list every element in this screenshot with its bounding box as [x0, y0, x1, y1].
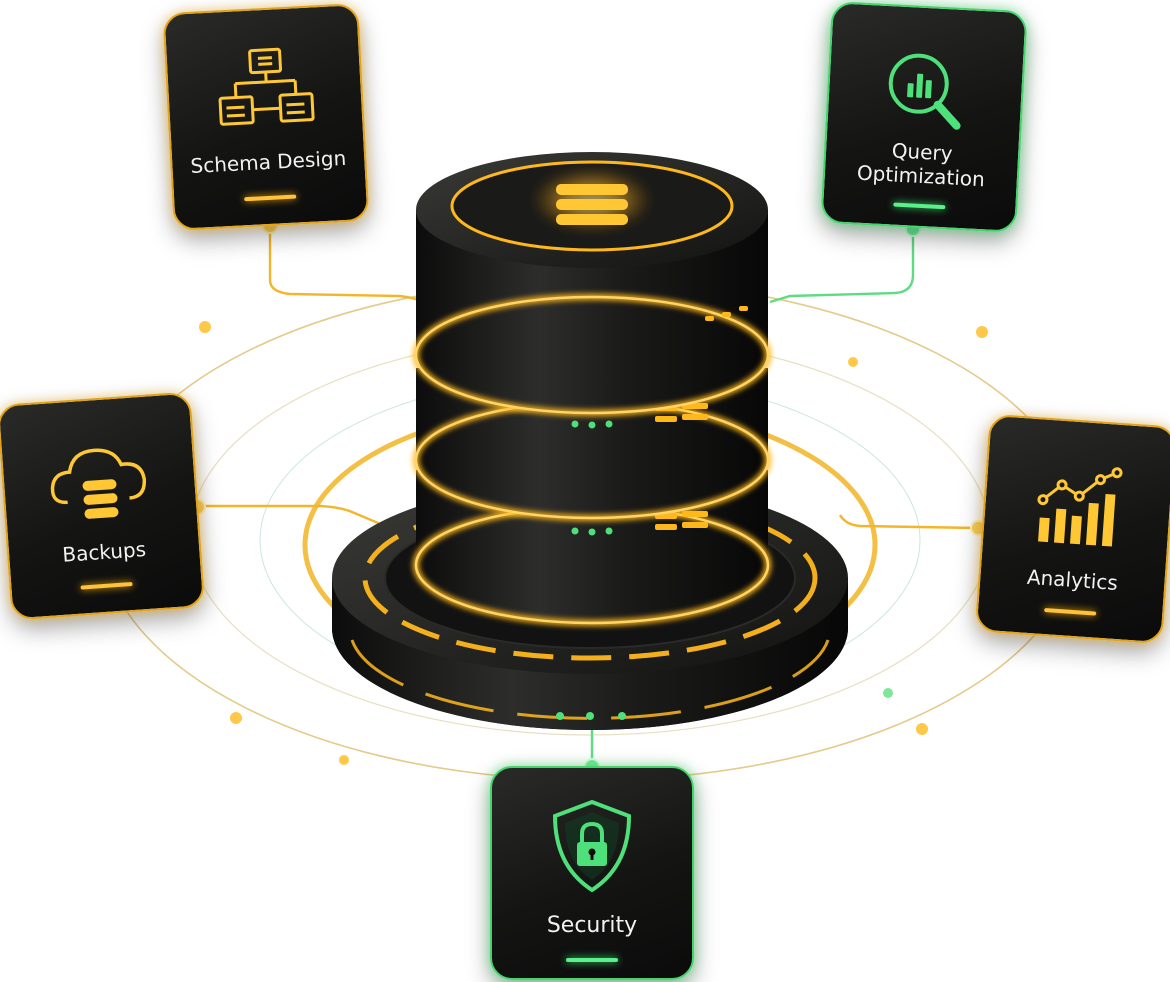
card-backups[interactable]: Backups: [0, 391, 206, 621]
card-schema-design[interactable]: Schema Design: [162, 3, 370, 231]
card-accent-bar: [244, 194, 297, 202]
base-status-led: [556, 712, 564, 720]
database-icon: [532, 168, 652, 232]
card-label: Security: [546, 913, 638, 938]
card-analytics[interactable]: Analytics: [974, 413, 1170, 645]
card-label: Schema Design: [189, 145, 347, 178]
shield-lock-icon: [492, 796, 692, 893]
schema-diagram-icon: [166, 39, 363, 145]
card-label: Query Optimization: [856, 138, 986, 192]
magnifier-chart-icon: [827, 37, 1024, 143]
card-query-optimization[interactable]: Query Optimization: [820, 1, 1028, 233]
card-accent-bar: [80, 581, 133, 590]
bar-line-chart-icon: [983, 450, 1170, 559]
card-security[interactable]: Security: [490, 766, 694, 980]
card-accent-bar: [1044, 607, 1097, 616]
card-accent-bar: [566, 958, 618, 962]
top-tier-leds: [705, 306, 748, 321]
cloud-database-icon: [1, 428, 197, 537]
card-label: Analytics: [1026, 564, 1119, 596]
database-server: [413, 152, 771, 626]
orbit-dots: [199, 321, 988, 765]
card-label: Backups: [61, 536, 147, 567]
card-accent-bar: [893, 202, 946, 210]
